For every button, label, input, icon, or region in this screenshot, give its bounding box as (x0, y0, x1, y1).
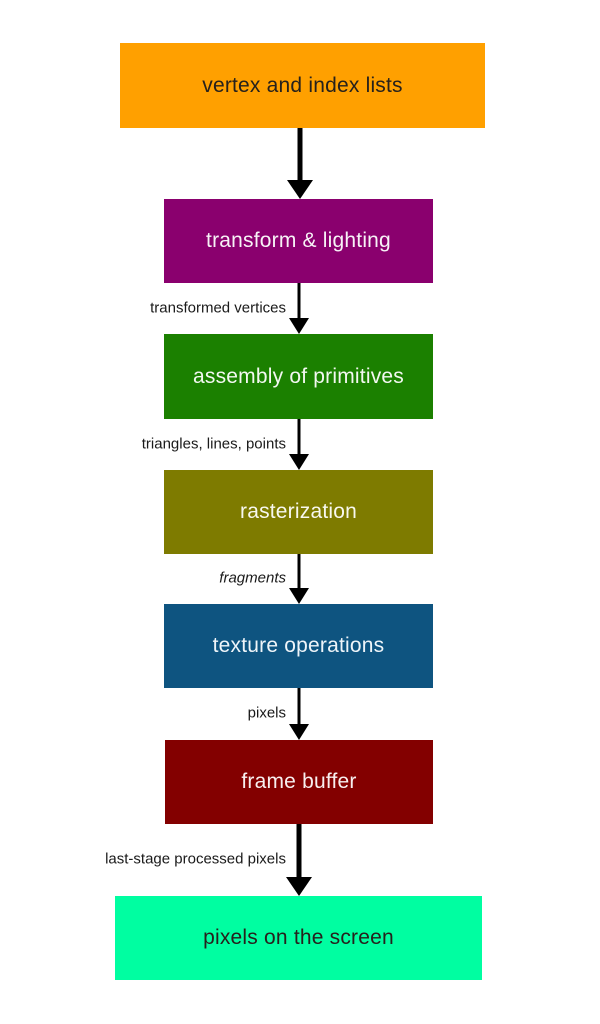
stage-label: frame buffer (241, 770, 357, 793)
stage-rasterization: rasterization (164, 470, 433, 554)
stage-frame-buffer: frame buffer (165, 740, 433, 824)
arrow-down-icon (289, 554, 309, 604)
arrow-shaft (297, 554, 301, 590)
stage-assembly-of-primitives: assembly of primitives (164, 334, 433, 419)
arrow-down-icon (286, 824, 312, 896)
stage-label: rasterization (240, 500, 357, 523)
edge-label-last-stage-processed-pixels: last-stage processed pixels (105, 850, 286, 868)
arrow-down-icon (289, 419, 309, 470)
arrowhead-icon (286, 877, 312, 896)
edge-label-pixels: pixels (247, 704, 286, 722)
edge-label-fragments: fragments (219, 569, 286, 587)
arrow-shaft (296, 824, 302, 879)
arrow-shaft (297, 688, 301, 726)
arrowhead-icon (289, 318, 309, 334)
edge-label-transformed-vertices: transformed vertices (150, 299, 286, 317)
arrowhead-icon (289, 588, 309, 604)
stage-label: transform & lighting (206, 229, 391, 252)
edge-label-triangles-lines-points: triangles, lines, points (141, 435, 286, 453)
arrow-shaft (297, 283, 301, 320)
stage-vertex-and-index-lists: vertex and index lists (120, 43, 485, 128)
stage-transform-and-lighting: transform & lighting (164, 199, 433, 283)
arrow-down-icon (289, 283, 309, 334)
arrowhead-icon (289, 454, 309, 470)
arrow-down-icon (289, 688, 309, 740)
stage-label: pixels on the screen (203, 926, 394, 949)
stage-label: assembly of primitives (193, 364, 404, 388)
arrow-shaft (297, 128, 302, 182)
stage-label: texture operations (212, 634, 385, 657)
arrowhead-icon (286, 180, 313, 199)
stage-label: vertex and index lists (202, 73, 403, 97)
arrowhead-icon (289, 724, 309, 740)
arrow-shaft (297, 419, 301, 456)
stage-pixels-on-the-screen: pixels on the screen (115, 896, 482, 980)
arrow-down-icon (286, 128, 313, 199)
stage-texture-operations: texture operations (164, 604, 433, 688)
